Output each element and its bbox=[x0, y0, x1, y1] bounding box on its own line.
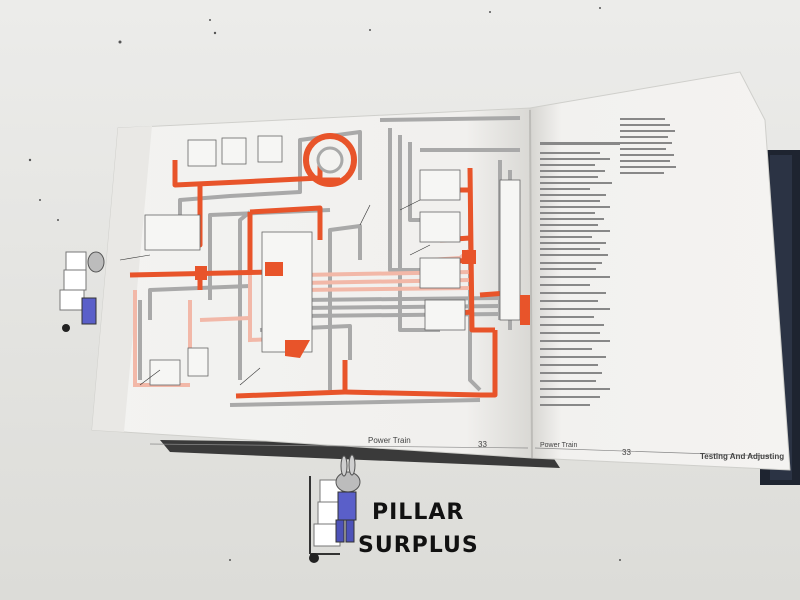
right-footer-section: Testing And Adjusting bbox=[700, 452, 785, 461]
valve-blocks bbox=[195, 250, 530, 358]
rabbit-mascot-logo-left bbox=[59, 251, 105, 332]
watermark-line-1: PILLAR bbox=[372, 500, 465, 525]
callout-leaders bbox=[119, 199, 431, 386]
rabbit-mascot-logo bbox=[309, 454, 361, 563]
left-footer-rule bbox=[149, 443, 529, 449]
right-footer-rule bbox=[534, 447, 771, 457]
watermark-line-2: SURPLUS bbox=[358, 533, 479, 558]
left-page-number: 33 bbox=[478, 440, 487, 449]
right-page-number: 33 bbox=[622, 448, 631, 457]
pump-gear-icon bbox=[303, 133, 357, 187]
right-footer-title: Power Train bbox=[540, 442, 578, 449]
book-spine bbox=[529, 109, 533, 459]
dust-specks bbox=[28, 7, 621, 561]
left-footer-title: Power Train bbox=[368, 436, 411, 445]
right-page-text bbox=[540, 118, 676, 406]
diagram-components bbox=[144, 135, 521, 386]
